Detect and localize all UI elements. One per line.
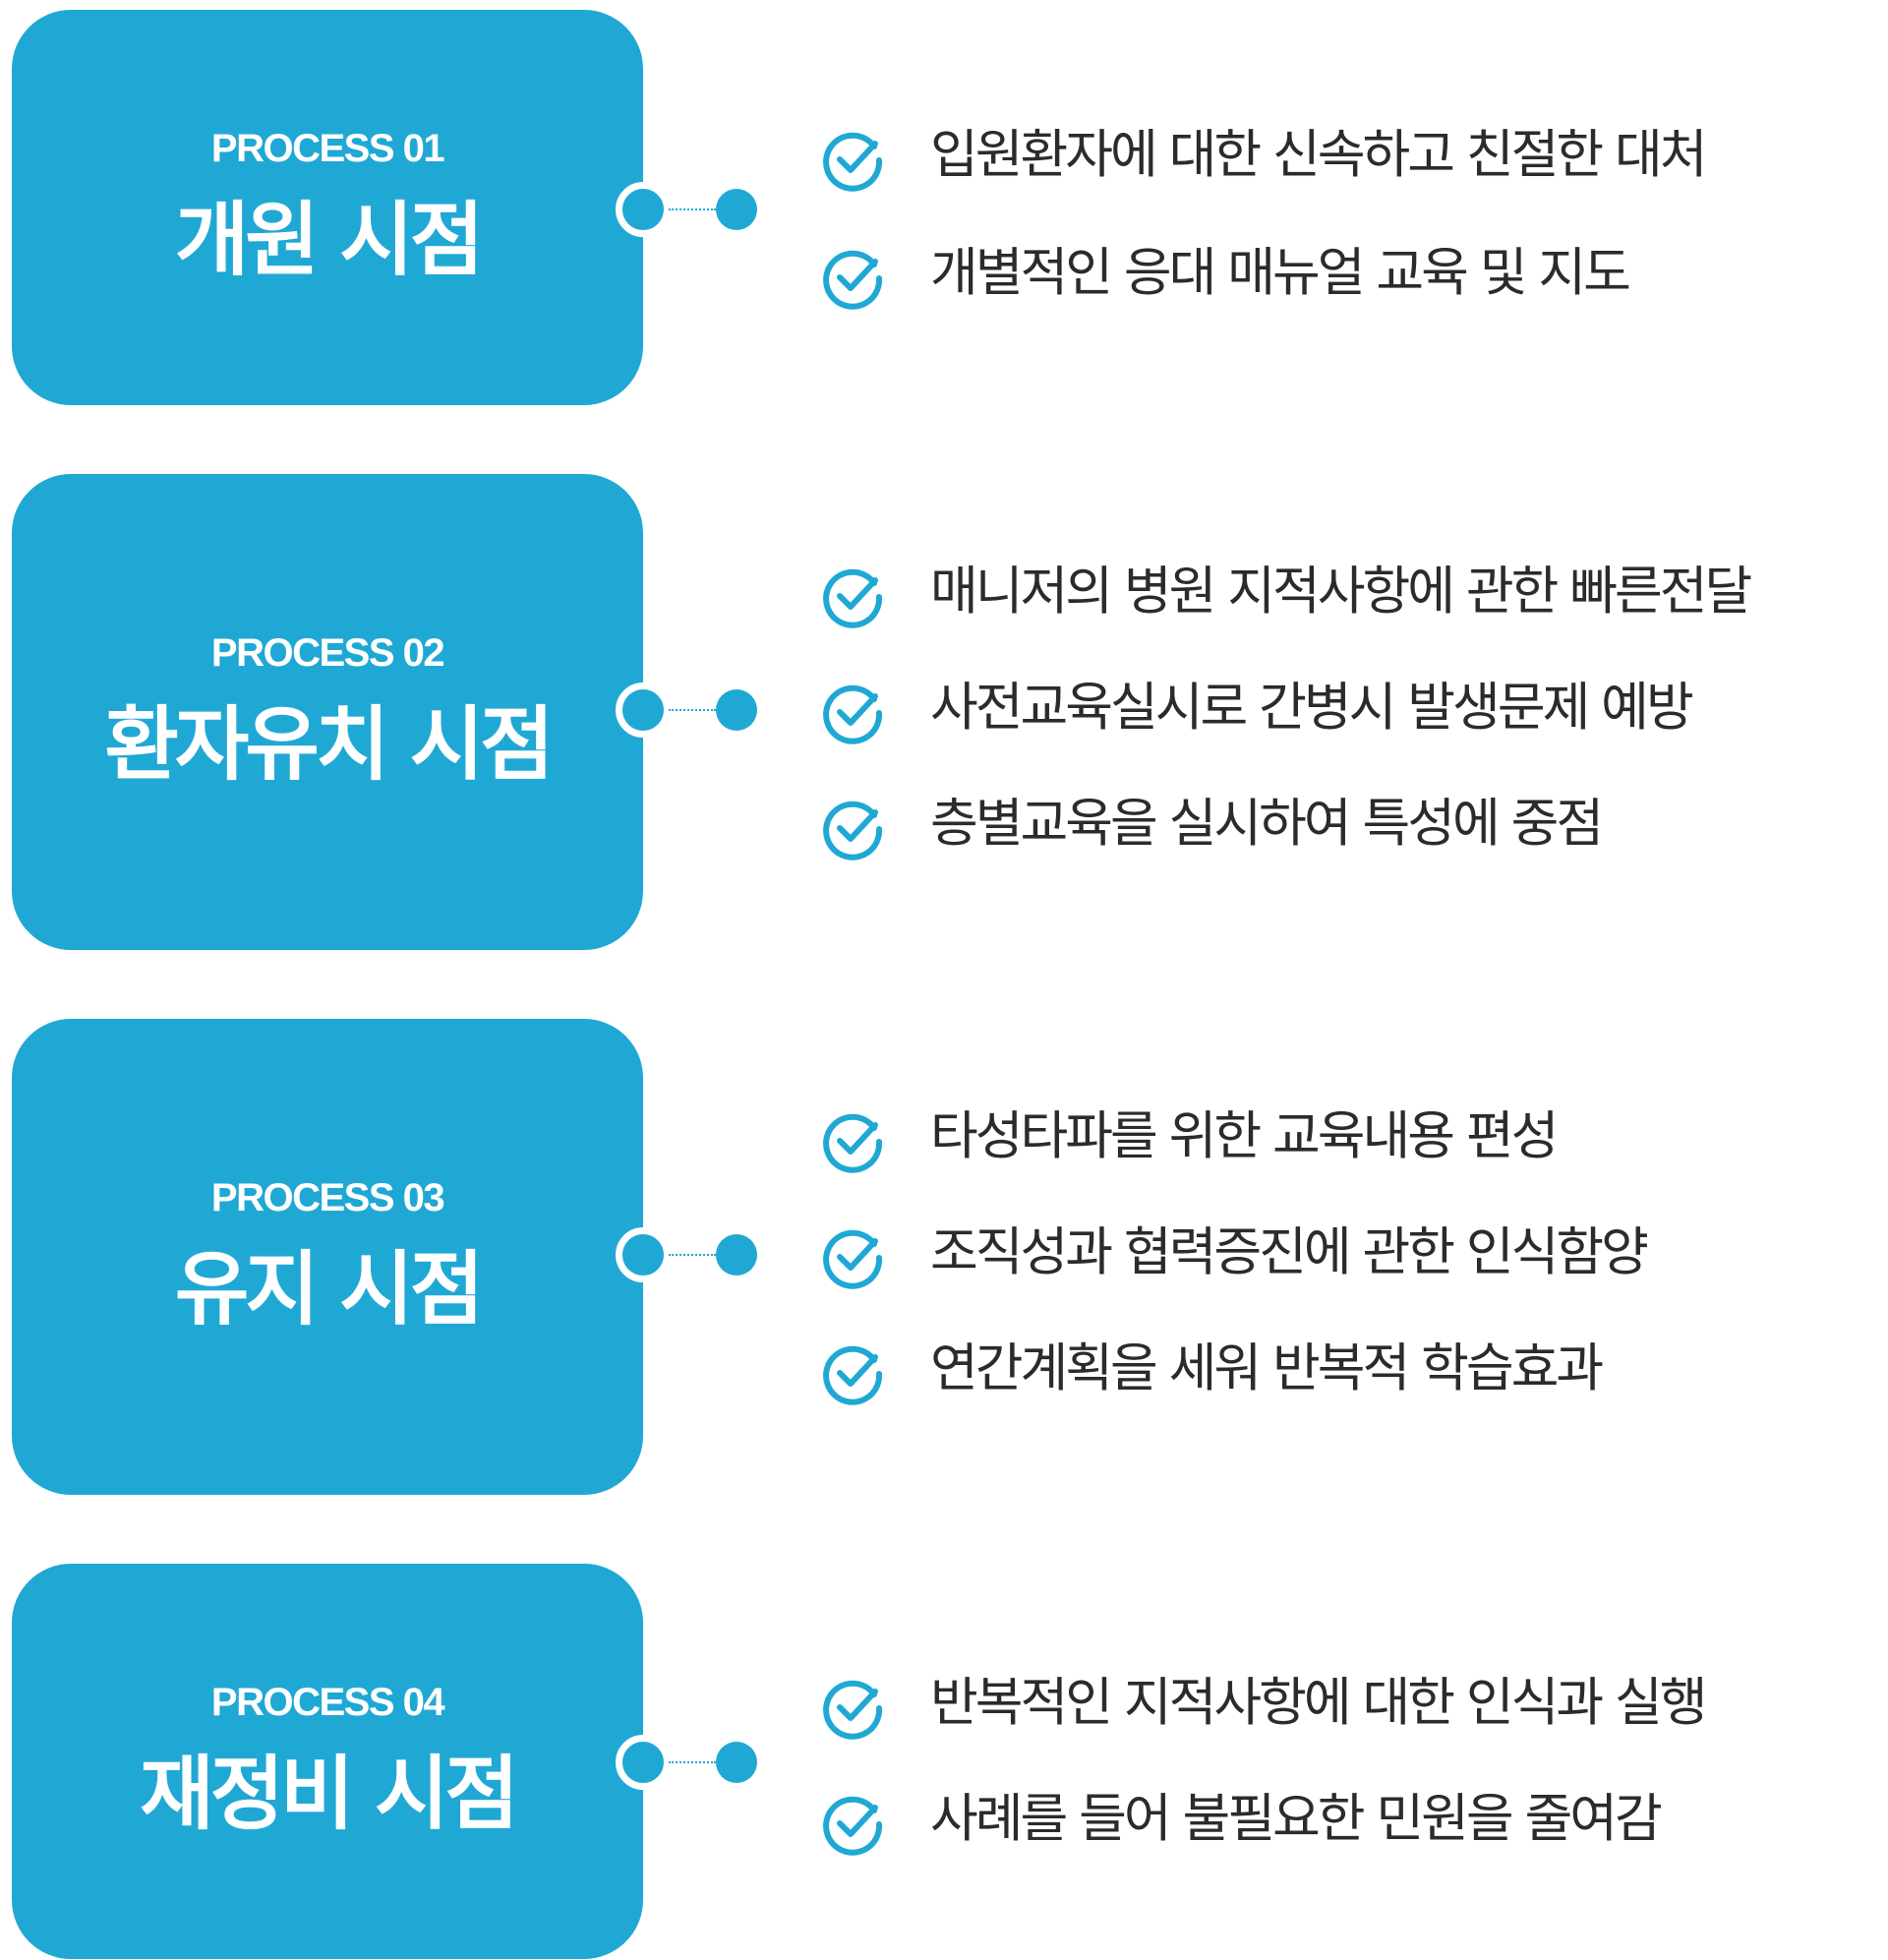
check-circle-icon	[823, 1345, 883, 1405]
item-text: 개별적인 응대 매뉴얼 교육 및 지도	[930, 243, 1631, 303]
process-title: 재정비 시점	[140, 1748, 519, 1841]
item-text: 반복적인 지적사항에 대한 인식과 실행	[930, 1673, 1708, 1733]
process-card: PROCESS 04 재정비 시점	[12, 1564, 643, 1959]
item-text: 사례를 들어 불필요한 민원을 줄여감	[930, 1789, 1663, 1849]
process-card: PROCESS 03 유지 시점	[12, 1019, 643, 1495]
process-title: 개원 시점	[174, 194, 484, 287]
list-item: 개별적인 응대 매뉴얼 교육 및 지도	[814, 232, 1857, 321]
list-item: 입원환자에 대한 신속하고 친절한 대처	[814, 114, 1857, 203]
item-text: 입원환자에 대한 신속하고 친절한 대처	[930, 125, 1708, 185]
connector-dot	[716, 689, 757, 731]
process-title: 환자유치 시점	[104, 698, 554, 792]
process-card: PROCESS 01 개원 시점	[12, 10, 643, 405]
check-circle-icon	[823, 132, 883, 192]
item-text: 조직성과 협력증진에 관한 인식함양	[930, 1222, 1649, 1282]
connector-dot	[716, 1742, 757, 1783]
list-item: 매니저의 병원 지적사항에 관한 빠른전달	[814, 551, 1857, 639]
process-label: PROCESS 04	[210, 1681, 445, 1724]
check-circle-icon	[823, 684, 883, 744]
list-item: 타성타파를 위한 교육내용 편성	[814, 1096, 1857, 1184]
connector-line	[669, 709, 716, 711]
list-item: 사전교육실시로 간병시 발생문제 예방	[814, 667, 1857, 755]
check-circle-icon	[823, 1113, 883, 1173]
check-circle-icon	[823, 250, 883, 310]
connector-dot	[616, 683, 671, 738]
list-item: 층별교육을 실시하여 특성에 중점	[814, 783, 1857, 871]
item-text: 매니저의 병원 지적사항에 관한 빠른전달	[930, 562, 1752, 622]
process-card: PROCESS 02 환자유치 시점	[12, 474, 643, 950]
process-label: PROCESS 03	[210, 1176, 445, 1219]
connector-line	[669, 1761, 716, 1763]
connector-dot	[716, 1234, 757, 1276]
check-circle-icon	[823, 1229, 883, 1289]
item-text: 타성타파를 위한 교육내용 편성	[930, 1106, 1559, 1166]
check-circle-icon	[823, 568, 883, 628]
list-item: 반복적인 지적사항에 대한 인식과 실행	[814, 1662, 1857, 1751]
connector-dot	[616, 1227, 671, 1282]
connector-dot	[616, 182, 671, 237]
list-item: 사례를 들어 불필요한 민원을 줄여감	[814, 1778, 1857, 1867]
item-text: 층별교육을 실시하여 특성에 중점	[930, 794, 1604, 854]
item-text: 연간계획을 세워 반복적 학습효과	[930, 1338, 1604, 1398]
connector	[616, 182, 761, 237]
connector	[616, 683, 761, 738]
list-item: 연간계획을 세워 반복적 학습효과	[814, 1328, 1857, 1416]
check-circle-icon	[823, 1680, 883, 1740]
connector	[616, 1227, 761, 1282]
check-circle-icon	[823, 1796, 883, 1856]
process-title: 유지 시점	[174, 1243, 484, 1336]
connector-line	[669, 208, 716, 210]
connector-line	[669, 1254, 716, 1256]
check-circle-icon	[823, 801, 883, 861]
item-text: 사전교육실시로 간병시 발생문제 예방	[930, 678, 1694, 738]
list-item: 조직성과 협력증진에 관한 인식함양	[814, 1212, 1857, 1300]
connector-dot	[716, 189, 757, 230]
connector	[616, 1735, 761, 1790]
process-label: PROCESS 02	[210, 631, 445, 675]
connector-dot	[616, 1735, 671, 1790]
process-label: PROCESS 01	[210, 127, 445, 170]
